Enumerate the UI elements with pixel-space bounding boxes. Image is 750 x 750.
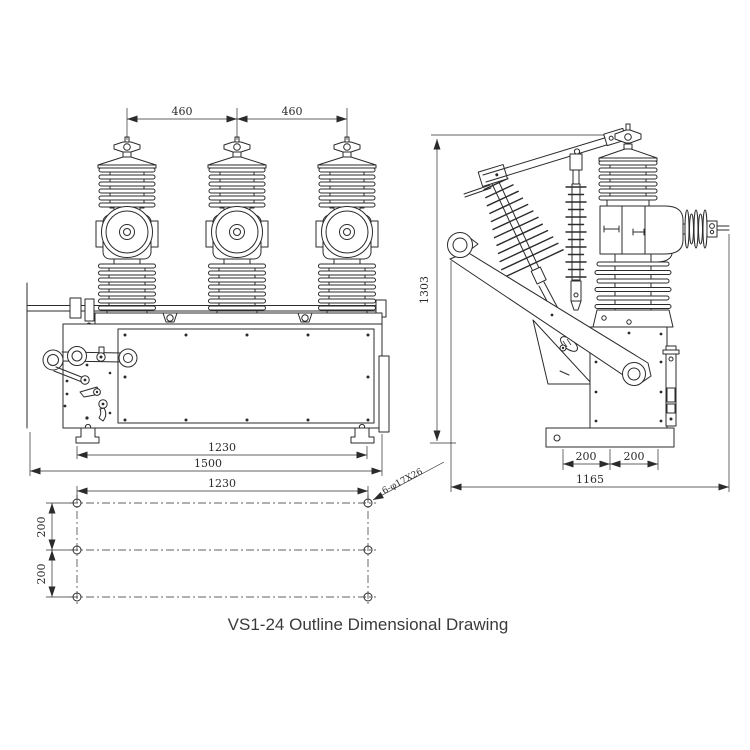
side-view: 1303 200 200 1165 — [418, 123, 730, 492]
base-plate — [545, 427, 675, 448]
dim-hole-span: 1230 — [208, 477, 236, 490]
tilted-insulator — [483, 172, 564, 285]
dim-row-pitch-upper: 200 — [35, 517, 48, 538]
front-top-dimensions: 460 460 — [126, 105, 348, 140]
dim-base-pitch-front: 200 — [576, 450, 597, 463]
side-dimensions: 1303 200 200 1165 — [418, 139, 729, 491]
mechanism-box-front — [62, 323, 390, 433]
front-view: 460 460 1230 1500 — [26, 105, 390, 476]
dim-foot-span: 1230 — [208, 441, 236, 454]
operating-linkage — [42, 346, 138, 422]
front-support-arm — [447, 232, 652, 386]
dim-overall-width: 1500 — [194, 457, 222, 470]
dim-pole-pitch-left: 460 — [172, 105, 193, 118]
pole-column-side — [592, 123, 730, 328]
plan-row-dimensions: 200 200 — [35, 502, 71, 598]
rear-bushing — [682, 209, 730, 249]
mounting-holes — [72, 498, 373, 602]
insulator-clamp — [477, 164, 508, 187]
dim-overall-depth: 1165 — [576, 473, 604, 486]
hole-callout-text: 6-φ17X26 — [381, 467, 425, 497]
mounting-plan: 1230 200 200 6-φ17X26 — [35, 461, 445, 605]
drawing-title: VS1-24 Outline Dimensional Drawing — [228, 615, 509, 634]
dim-row-pitch-lower: 200 — [35, 564, 48, 585]
interpole-shaft — [26, 297, 387, 328]
pole-support-plate — [94, 312, 383, 325]
mounting-feet — [75, 423, 375, 444]
dim-base-pitch-rear: 200 — [624, 450, 645, 463]
front-bottom-dimensions: 1230 1500 — [29, 432, 383, 476]
hole-callout: 6-φ17X26 — [372, 461, 445, 501]
link-plate — [532, 319, 593, 385]
dim-overall-height: 1303 — [418, 276, 431, 304]
vertical-pull-rod — [565, 153, 587, 311]
dim-pole-pitch-right: 460 — [282, 105, 303, 118]
